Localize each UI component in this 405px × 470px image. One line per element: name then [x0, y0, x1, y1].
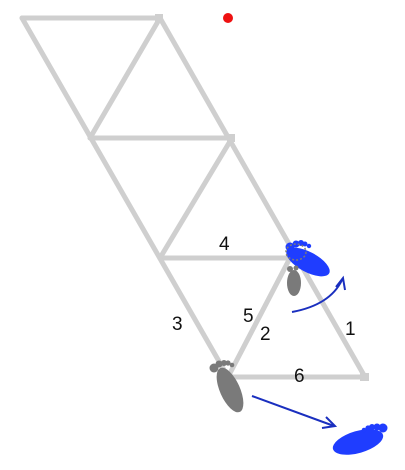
- foot-outline-trace: [285, 243, 307, 261]
- diagonal-top: [87, 15, 163, 141]
- bare-foot-icon: [209, 360, 244, 413]
- cap: [155, 14, 163, 22]
- curved-arrow-icon: [291, 275, 346, 313]
- label-six: 6: [294, 366, 305, 387]
- label-four: 4: [219, 234, 230, 255]
- diagonal-middle: [157, 135, 235, 261]
- arrow-icon: [251, 395, 338, 429]
- diagonal-bottom: [225, 255, 293, 380]
- left-rail: [19, 15, 231, 380]
- lattice: [19, 15, 368, 380]
- bare-foot-icon: [287, 265, 301, 296]
- label-one: 1: [345, 319, 356, 340]
- label-two: 2: [260, 324, 271, 345]
- label-five: 5: [243, 306, 254, 327]
- red-dot-icon: [223, 13, 233, 23]
- bare-foot-icon: [332, 423, 388, 455]
- cap: [227, 134, 235, 142]
- label-three: 3: [172, 314, 183, 335]
- right-rail: [157, 15, 368, 380]
- cap: [360, 373, 369, 381]
- rung-caps: [155, 14, 369, 381]
